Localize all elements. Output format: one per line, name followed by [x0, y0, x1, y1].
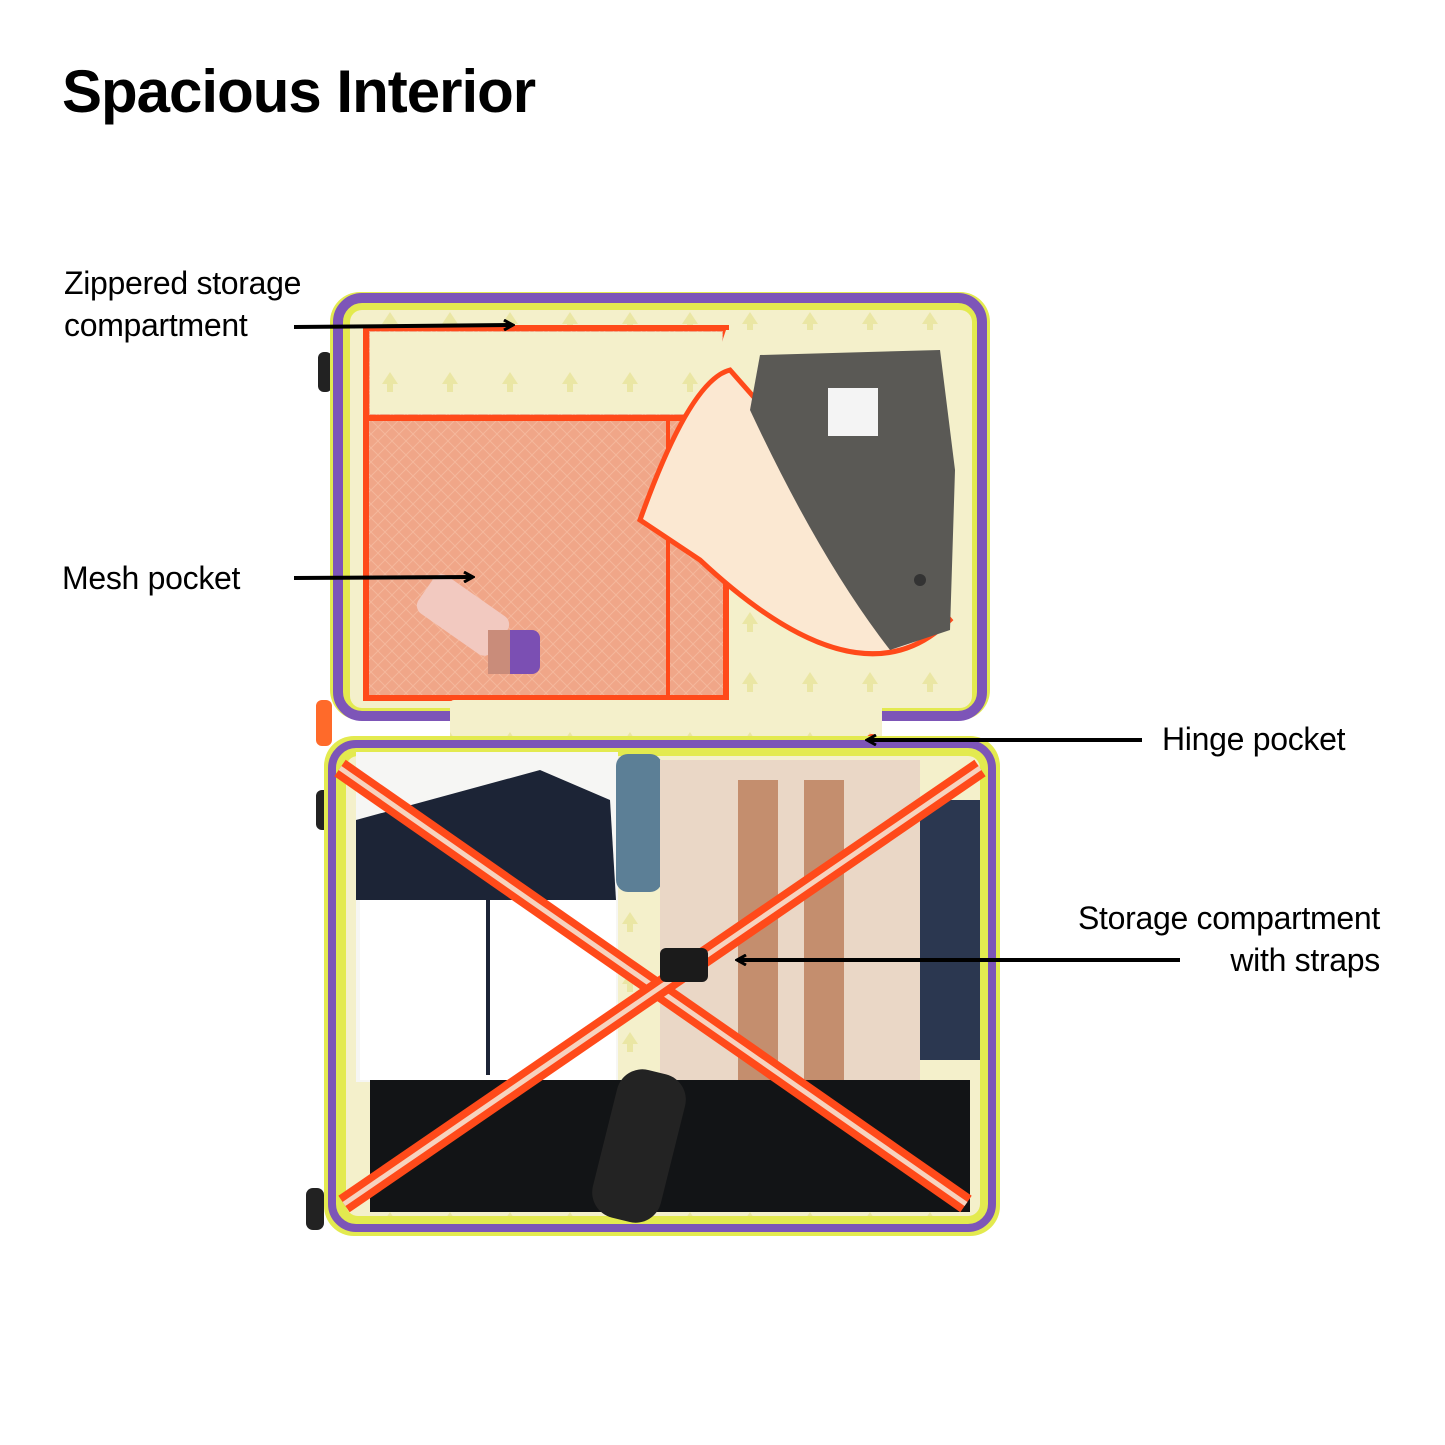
callout-zippered-storage: Zippered storage compartment: [64, 262, 301, 346]
callout-straps-line2: with straps: [1230, 942, 1380, 978]
callout-hinge-pocket: Hinge pocket: [1162, 721, 1346, 757]
arrow-icon: [293, 325, 1180, 960]
callout-straps-line1: Storage compartment: [1077, 900, 1380, 936]
compression-straps: [334, 759, 986, 1213]
callout-straps: Storage compartment with straps: [1010, 897, 1380, 981]
callout-zippered-line2: compartment: [64, 307, 248, 343]
buckle-icon: [660, 948, 708, 982]
packed-clothes: [356, 752, 980, 1223]
denim-jacket: [750, 350, 955, 650]
callout-zippered-line1: Zippered storage: [64, 265, 302, 301]
toiletry-bottles: [416, 574, 540, 674]
page-title: Spacious Interior: [62, 58, 536, 125]
suitcase-base: [324, 736, 1000, 1236]
suitcase-lid: [330, 292, 990, 721]
spray-can: [616, 754, 662, 892]
wheel-icons: [306, 352, 332, 1230]
callout-mesh-pocket: Mesh pocket: [62, 560, 241, 596]
